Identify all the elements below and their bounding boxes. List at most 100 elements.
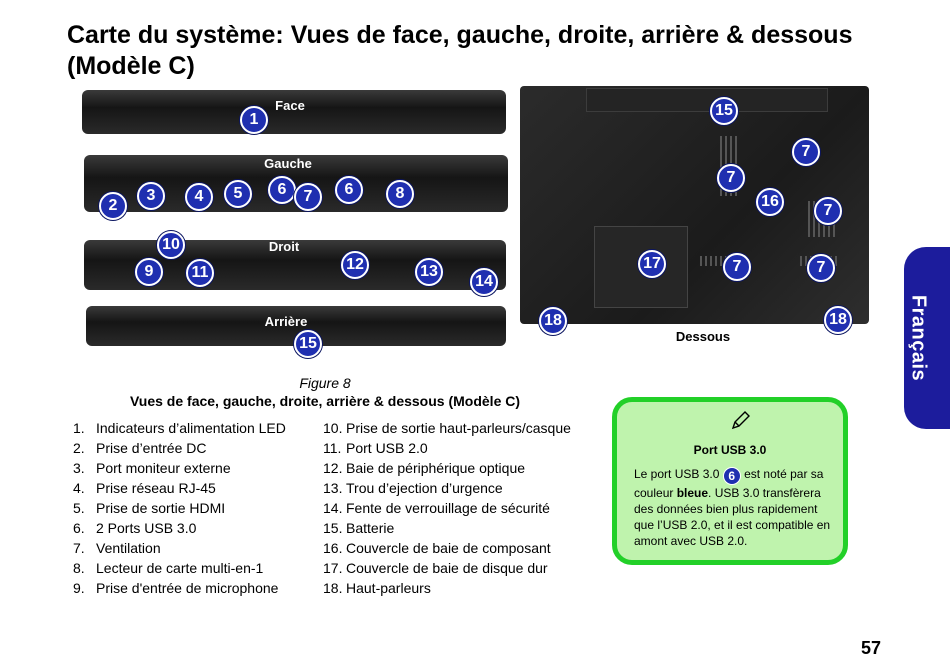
legend-item-number: 9.	[73, 580, 85, 596]
legend-item-label: Prise réseau RJ-45	[96, 480, 216, 496]
legend-item-number: 12.	[323, 460, 343, 476]
callout-9: 9	[135, 258, 163, 286]
callout-1: 1	[240, 106, 268, 134]
callout-7b: 7	[792, 138, 820, 166]
callout-6-badge: 6	[722, 467, 741, 485]
legend-item: 14.Fente de verrouillage de sécurité	[323, 498, 571, 518]
callout-8: 8	[386, 180, 414, 208]
callout-15b: 15	[710, 97, 738, 125]
front-view-label: Face	[275, 98, 305, 113]
callout-7d: 7	[814, 197, 842, 225]
legend-item: 15.Batterie	[323, 518, 571, 538]
legend-item-number: 11.	[323, 440, 342, 456]
legend-item: 13.Trou d’ejection d’urgence	[323, 478, 571, 498]
legend-item-label: Batterie	[346, 520, 395, 536]
callout-18a: 18	[539, 307, 567, 335]
legend-item-label: Baie de périphérique optique	[346, 460, 526, 476]
legend-item: 3. Port moniteur externe	[73, 458, 286, 478]
note-text: Le port USB 3.0 6 est noté par sa couleu…	[634, 466, 839, 549]
legend-item: 4. Prise réseau RJ-45	[73, 478, 286, 498]
callout-5: 5	[224, 180, 252, 208]
page-title: Carte du système: Vues de face, gauche, …	[67, 21, 853, 80]
legend-item: 9. Prise d'entrée de microphone	[73, 578, 286, 598]
callout-7c: 7	[717, 164, 745, 192]
legend-item-number: 1.	[73, 420, 85, 436]
callout-18b: 18	[824, 306, 852, 334]
legend-item-label: Lecteur de carte multi-en-1	[96, 560, 264, 576]
rear-view-label: Arrière	[264, 314, 308, 329]
legend-item-number: 8.	[73, 560, 85, 576]
legend-item: 8. Lecteur de carte multi-en-1	[73, 558, 286, 578]
note-text-middle: est noté par sa couleur	[634, 467, 824, 500]
page-number: 57	[861, 638, 882, 658]
callout-7e: 7	[723, 253, 751, 281]
callout-10: 10	[157, 231, 185, 259]
legend-item-number: 14.	[323, 500, 343, 516]
legend-item-label: Prise de sortie HDMI	[96, 500, 226, 516]
bottom-view-label: Dessous	[675, 329, 731, 344]
legend-item-number: 4.	[73, 480, 85, 496]
usb3-note-box: Port USB 3.0 Le port USB 3.0 6 est noté …	[612, 397, 848, 565]
legend-item-label: Prise d’entrée DC	[96, 440, 207, 456]
legend-item: 10.Prise de sortie haut-parleurs/casque	[323, 418, 571, 438]
legend-item-number: 5.	[73, 500, 85, 516]
legend-item-label: Fente de verrouillage de sécurité	[346, 500, 550, 516]
legend-item: 6. 2 Ports USB 3.0	[73, 518, 286, 538]
legend-item-label: Port moniteur externe	[96, 460, 231, 476]
callout-7a: 7	[294, 183, 322, 211]
callout-4: 4	[185, 183, 213, 211]
pen-icon	[731, 411, 750, 430]
callout-14: 14	[470, 268, 498, 296]
left-view-label: Gauche	[264, 156, 312, 171]
legend-item: 1. Indicateurs d’alimentation LED	[73, 418, 286, 438]
language-tab	[904, 247, 950, 429]
callout-15a: 15	[294, 330, 322, 358]
legend-item-number: 16.	[323, 540, 343, 556]
front-view-photo	[82, 90, 506, 134]
callout-17: 17	[638, 250, 666, 278]
legend-item: 12.Baie de périphérique optique	[323, 458, 571, 478]
legend-list-left: 1. Indicateurs d’alimentation LED 2. Prise …	[73, 418, 286, 598]
callout-3: 3	[137, 182, 165, 210]
legend-item-label: Haut-parleurs	[346, 580, 431, 596]
legend-item-number: 17.	[323, 560, 343, 576]
legend-item-label: Prise d'entrée de microphone	[96, 580, 279, 596]
legend-item-number: 13.	[323, 480, 343, 496]
legend-item-number: 2.	[73, 440, 85, 456]
legend-item: 2. Prise d’entrée DC	[73, 438, 286, 458]
callout-2: 2	[99, 192, 127, 220]
legend-item-number: 10.	[323, 420, 343, 436]
legend-item-label: Port USB 2.0	[346, 440, 428, 456]
callout-6a: 6	[268, 176, 296, 204]
note-text-before: Le port USB 3.0	[634, 467, 720, 481]
legend-item: 18.Haut-parleurs	[323, 578, 571, 598]
legend-item-number: 15.	[323, 520, 343, 536]
battery	[586, 88, 828, 112]
legend-item-number: 3.	[73, 460, 85, 476]
callout-13: 13	[415, 258, 443, 286]
legend-item-label: 2 Ports USB 3.0	[96, 520, 197, 536]
vent-grille	[700, 256, 740, 266]
legend-item: 5. Prise de sortie HDMI	[73, 498, 286, 518]
legend-item-label: Prise de sortie haut-parleurs/casque	[346, 420, 571, 436]
legend-item-number: 6.	[73, 520, 85, 536]
callout-16: 16	[756, 188, 784, 216]
language-tab-label: Français	[907, 294, 930, 382]
legend-item-number: 7.	[73, 540, 85, 556]
legend-item-label: Indicateurs d’alimentation LED	[96, 420, 286, 436]
legend-item-label: Couvercle de baie de disque dur	[346, 560, 548, 576]
figure-caption: Vues de face, gauche, droite, arrière & …	[129, 393, 521, 409]
legend-item-label: Couvercle de baie de composant	[346, 540, 551, 556]
legend-item: 11.Port USB 2.0	[323, 438, 571, 458]
note-heading: Port USB 3.0	[693, 443, 767, 457]
callout-6b: 6	[335, 176, 363, 204]
callout-11: 11	[186, 259, 214, 287]
note-bold-word: bleue	[676, 486, 709, 500]
figure-number: Figure 8	[299, 375, 351, 391]
legend-item: 16.Couvercle de baie de composant	[323, 538, 571, 558]
right-view-label: Droit	[268, 239, 300, 254]
callout-12: 12	[341, 251, 369, 279]
legend-item: 7.Ventilation	[73, 538, 286, 558]
callout-7f: 7	[807, 254, 835, 282]
